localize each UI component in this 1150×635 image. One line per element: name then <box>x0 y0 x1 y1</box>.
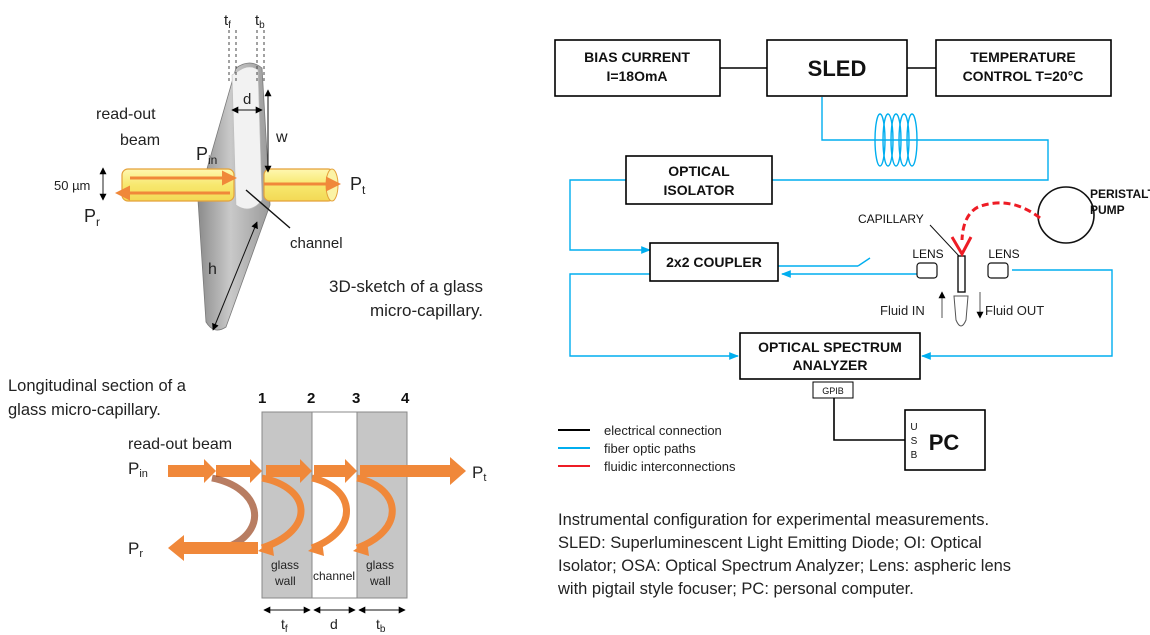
caption-inst-line1: Instrumental configuration for experimen… <box>558 511 990 529</box>
label-pr-3d: Pr <box>84 206 100 229</box>
capillary-channel-slot <box>231 66 263 210</box>
interface-number-4: 4 <box>401 390 410 407</box>
isolator-line1: OPTICAL <box>668 163 730 179</box>
label-tb: tb <box>255 12 265 31</box>
fluidic-interconnection <box>960 201 1041 241</box>
label-channel-3d: channel <box>290 235 343 252</box>
pc-block <box>904 409 986 471</box>
usb-label-s: S <box>911 436 918 447</box>
caption-long-line2: glass micro-capillary. <box>8 401 161 419</box>
label-pt-section: Pt <box>472 463 486 484</box>
lens-right-label: LENS <box>988 247 1019 261</box>
reflection-curves <box>211 474 396 556</box>
thickness-guides <box>228 30 265 84</box>
fluidic-arrowhead <box>950 236 973 258</box>
h-dimension <box>212 221 258 331</box>
label-back-glass-wall-1: glass <box>366 558 394 572</box>
label-readout-line2: beam <box>120 132 160 149</box>
label-d-section: d <box>330 616 338 632</box>
lens-right-icon <box>987 262 1009 279</box>
isolator-line2: ISOLATOR <box>663 182 734 198</box>
label-d: d <box>243 91 251 108</box>
label-tf-section: tf <box>281 616 288 635</box>
label-front-glass-wall-2: wall <box>274 574 296 588</box>
interface-number-3: 3 <box>352 390 360 407</box>
optical-isolator-block <box>625 155 773 205</box>
longitudinal-section: 1 2 3 4 read-out beam Pin Pr Pt <box>128 390 486 635</box>
label-tb-section: tb <box>376 616 386 635</box>
caption-3d-sketch: 3D-sketch of a glass micro-capillary. <box>283 275 483 323</box>
fluid-out-label: Fluid OUT <box>985 303 1044 318</box>
capillary-label: CAPILLARY <box>858 212 924 226</box>
sample-tube-icon <box>953 295 969 327</box>
capillary-pointer <box>929 224 960 257</box>
channel-pointer <box>245 189 291 229</box>
peristaltic-pump-icon <box>1037 186 1095 244</box>
label-beam-width: 50 µm <box>54 178 90 193</box>
caption-inst-line3: Isolator; OSA: Optical Spectrum Analyzer… <box>558 557 1012 575</box>
legend: electrical connection fiber optic paths … <box>558 423 736 474</box>
osa-line2: ANALYZER <box>793 357 868 373</box>
lens-left-label: LENS <box>912 247 943 261</box>
usb-label-b: B <box>911 450 918 461</box>
electrical-connections <box>720 67 936 441</box>
sled-label: SLED <box>808 56 867 81</box>
bias-current-line2: I=18OmA <box>606 68 667 84</box>
label-front-glass-wall-1: glass <box>271 558 299 572</box>
fiber-coil <box>874 113 918 167</box>
temperature-line1: TEMPERATURE <box>970 49 1076 65</box>
capillary-3d-sketch: tf tb d w h 50 µm channel read-out beam … <box>54 12 366 331</box>
coupler-block <box>649 242 779 282</box>
caption-long-line1: Longitudinal section of a <box>8 377 186 395</box>
lens-left-icon <box>916 262 938 279</box>
label-pr-section: Pr <box>128 539 143 560</box>
label-tf: tf <box>224 12 231 31</box>
temperature-line2: CONTROL T=20°C <box>963 68 1084 84</box>
caption-3d-line1: 3D-sketch of a glass <box>328 277 483 296</box>
bias-current-line1: BIAS CURRENT <box>584 49 690 65</box>
caption-inst-line2: SLED: Superluminescent Light Emitting Di… <box>558 534 982 552</box>
channel-region <box>311 411 358 599</box>
coupler-label: 2x2 COUPLER <box>666 254 762 270</box>
label-channel-section: channel <box>313 569 355 583</box>
osa-block <box>739 332 921 380</box>
transmitted-beam <box>168 457 466 485</box>
caption-3d-line2: micro-capillary. <box>369 301 483 320</box>
bias-current-block <box>554 39 721 97</box>
capillary-icon <box>957 255 966 293</box>
usb-label-u: U <box>910 422 917 433</box>
caption-inst-line4: with pigtail style focuser; PC: personal… <box>558 580 914 598</box>
reflected-beam <box>168 535 258 561</box>
label-pt-3d: Pt <box>350 174 366 197</box>
pump-line1: PERISTALTIC <box>1090 187 1150 201</box>
fiber-optic-paths <box>569 97 1113 360</box>
label-readout-line1: read-out <box>96 106 156 123</box>
caption-longitudinal-section: Longitudinal section of a glass micro-ca… <box>8 374 248 422</box>
back-glass-wall <box>356 411 408 599</box>
label-back-glass-wall-2: wall <box>369 574 391 588</box>
temperature-control-block <box>935 39 1112 97</box>
legend-fluidic: fluidic interconnections <box>604 459 736 474</box>
sled-block <box>766 39 908 97</box>
setup-diagram: BIAS CURRENT I=18OmA SLED TEMPERATURE CO… <box>554 39 1150 474</box>
pump-line2: PUMP <box>1090 203 1125 217</box>
gpib-label: GPIB <box>822 386 844 396</box>
caption-instrumental-setup: Instrumental configuration for experimen… <box>558 509 1133 601</box>
legend-fiber: fiber optic paths <box>604 441 696 456</box>
interface-number-1: 1 <box>258 390 266 407</box>
label-pin-3d: Pin <box>196 144 217 167</box>
legend-electrical: electrical connection <box>604 423 722 438</box>
fluid-in-label: Fluid IN <box>880 303 925 318</box>
gpib-port <box>812 381 854 399</box>
label-h: h <box>208 261 217 278</box>
osa-line1: OPTICAL SPECTRUM <box>758 339 902 355</box>
label-w: w <box>275 129 288 146</box>
interface-number-2: 2 <box>307 390 315 407</box>
label-readout-section: read-out beam <box>128 436 232 453</box>
label-pin-section: Pin <box>128 459 148 480</box>
pc-label: PC <box>929 430 960 455</box>
